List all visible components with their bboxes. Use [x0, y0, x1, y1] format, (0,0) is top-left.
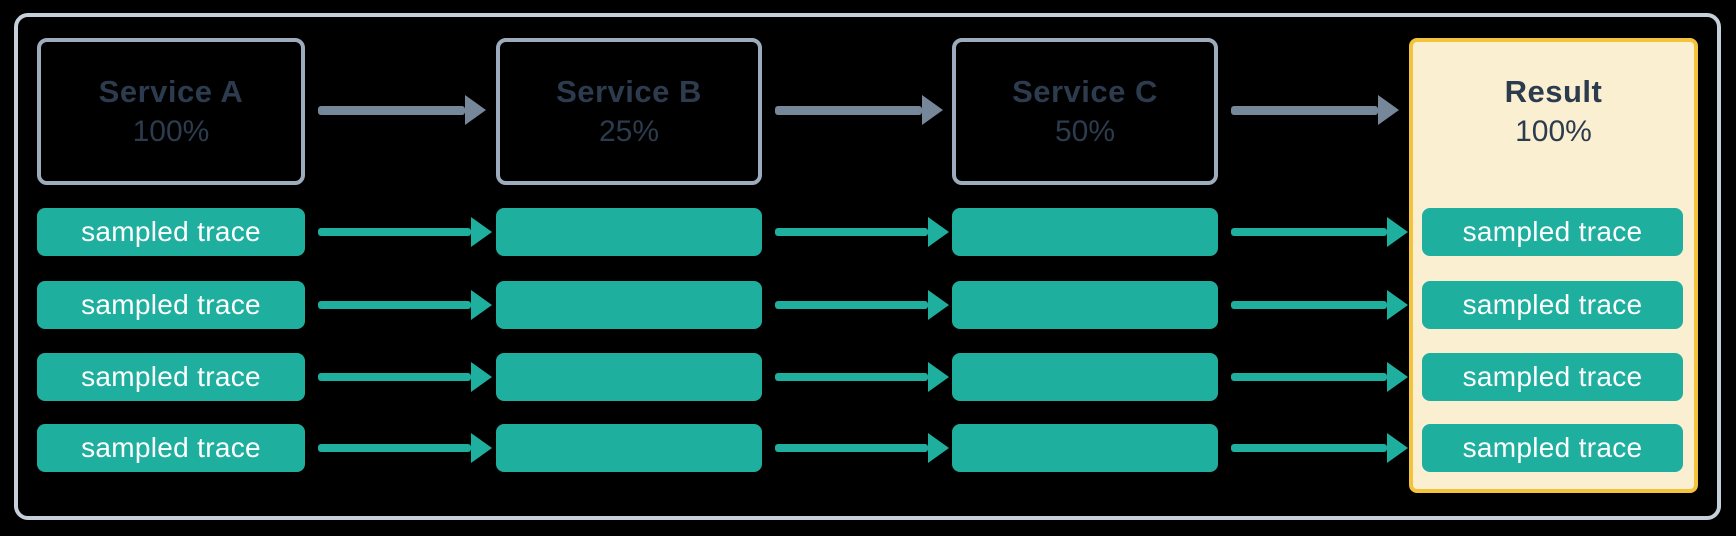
trace-box: sampled trace [37, 424, 305, 472]
service-c-box: Service C 50% [952, 38, 1218, 185]
column-result: Result 100% sampled trace sampled trace … [1409, 38, 1698, 493]
service-b-title: Service B [556, 73, 702, 109]
trace-flow-arrow-icon [775, 217, 949, 247]
trace-box: sampled trace [1422, 208, 1683, 256]
trace-box [496, 208, 762, 256]
service-a-title: Service A [98, 73, 244, 109]
trace-flow-arrow-icon [775, 433, 949, 463]
trace-box: sampled trace [37, 208, 305, 256]
trace-flow-arrow-icon [775, 362, 949, 392]
trace-box [496, 353, 762, 401]
service-c-sample-rate: 50% [1054, 115, 1116, 149]
service-b-sample-rate: 25% [598, 115, 660, 149]
result-header: Result 100% [1413, 38, 1694, 185]
trace-flow-arrow-icon [318, 362, 492, 392]
trace-box [952, 353, 1218, 401]
result-title: Result [1504, 73, 1603, 109]
service-flow-arrow-icon [318, 95, 486, 125]
trace-box: sampled trace [1422, 424, 1683, 472]
trace-box [952, 281, 1218, 329]
trace-box [952, 208, 1218, 256]
trace-box: sampled trace [37, 281, 305, 329]
diagram-frame [14, 13, 1721, 520]
trace-box [496, 424, 762, 472]
column-service-b: Service B 25% [496, 38, 762, 493]
trace-flow-arrow-icon [318, 290, 492, 320]
trace-box [952, 424, 1218, 472]
trace-box: sampled trace [1422, 353, 1683, 401]
result-sample-rate: 100% [1515, 115, 1592, 149]
column-service-a: Service A 100% sampled trace sampled tra… [37, 38, 305, 493]
column-service-c: Service C 50% [952, 38, 1218, 493]
trace-flow-arrow-icon [1231, 362, 1408, 392]
trace-box [496, 281, 762, 329]
trace-flow-arrow-icon [1231, 217, 1408, 247]
trace-flow-arrow-icon [318, 217, 492, 247]
service-c-title: Service C [1012, 73, 1158, 109]
trace-box: sampled trace [37, 353, 305, 401]
trace-flow-arrow-icon [1231, 290, 1408, 320]
service-a-box: Service A 100% [37, 38, 305, 185]
trace-flow-arrow-icon [775, 290, 949, 320]
trace-flow-arrow-icon [318, 433, 492, 463]
service-flow-arrow-icon [1231, 95, 1399, 125]
service-flow-arrow-icon [775, 95, 943, 125]
trace-box: sampled trace [1422, 281, 1683, 329]
service-b-box: Service B 25% [496, 38, 762, 185]
service-a-sample-rate: 100% [132, 115, 210, 149]
trace-flow-arrow-icon [1231, 433, 1408, 463]
